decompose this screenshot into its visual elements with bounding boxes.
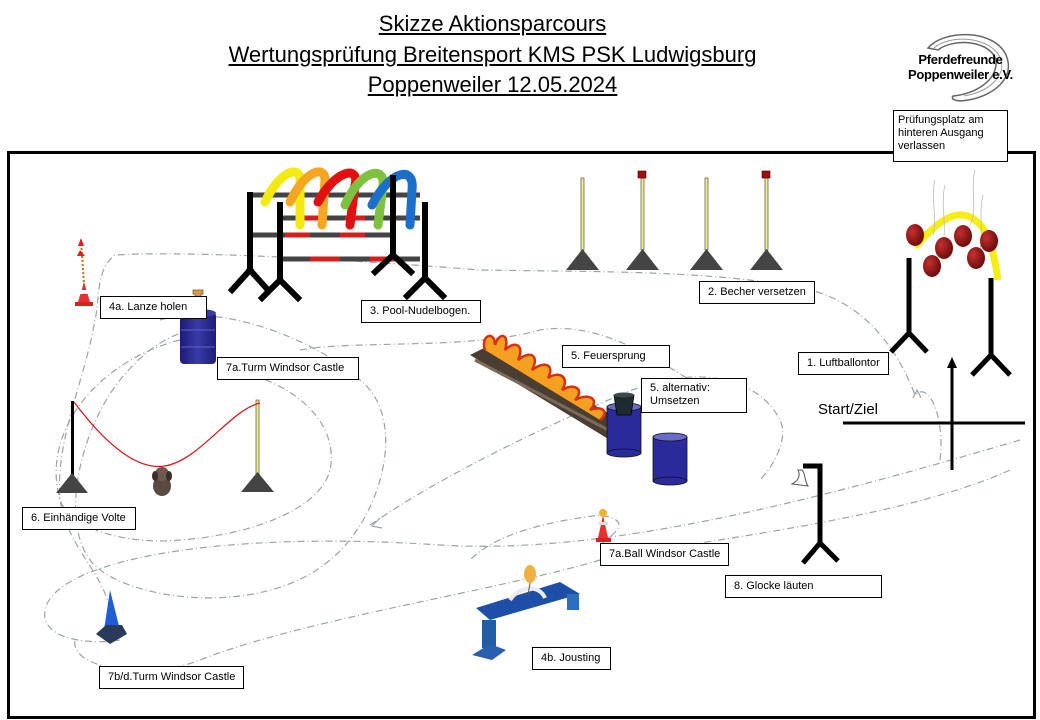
exit-note: Prüfungsplatz am hinteren Ausgang verlas… [893, 110, 1008, 162]
cup-poles-icon [566, 170, 783, 270]
horseshoe-icon [926, 33, 1009, 102]
label-station-4a: 4a. Lanze holen [100, 296, 207, 319]
rope-dog-icon [56, 399, 274, 496]
label-station-4b: 4b. Jousting [532, 647, 611, 670]
title-line-2: Wertungsprüfung Breitensport KMS PSK Lud… [228, 42, 757, 67]
start-finish-line [843, 357, 1025, 470]
ball-cone-icon [596, 509, 611, 542]
title-line-1: Skizze Aktionsparcours [378, 11, 607, 36]
pool-noodle-arch-icon [227, 167, 448, 303]
label-station-3: 3. Pool-Nudelbogen. [361, 300, 481, 323]
arena-border [7, 151, 1036, 719]
logo-line-1: Pferdefreunde [918, 52, 1003, 67]
jousting-toy-icon [472, 565, 580, 660]
label-station-8: 8. Glocke läuten [725, 575, 882, 598]
bell-post-icon [790, 463, 840, 565]
label-station-2: 2. Becher versetzen [699, 281, 815, 304]
lance-cone-icon [75, 238, 93, 306]
label-station-7a-ball: 7a.Ball Windsor Castle [600, 543, 729, 566]
label-station-5: 5. Feuersprung [562, 345, 670, 368]
label-station-7a-turm: 7a.Turm Windsor Castle [217, 357, 359, 380]
label-station-6: 6. Einhändige Volte [22, 507, 136, 530]
label-station-7bd: 7b/d.Turm Windsor Castle [99, 666, 244, 689]
fire-jump-icon [470, 334, 620, 440]
club-logo-text: Pferdefreunde Poppenweiler e.V. [903, 52, 1018, 82]
blue-cone-icon [96, 590, 127, 644]
label-station-1: 1. Luftballontor [798, 352, 889, 375]
logo-line-2: Poppenweiler e.V. [908, 67, 1013, 82]
barrels-bucket-icon [606, 392, 688, 486]
title-line-3: Poppenweiler 12.05.2024 [367, 72, 618, 97]
start-finish-label: Start/Ziel [818, 401, 879, 418]
label-station-5-alt: 5. alternativ: Umsetzen [641, 378, 747, 413]
balloon-gate-icon [889, 169, 1012, 377]
